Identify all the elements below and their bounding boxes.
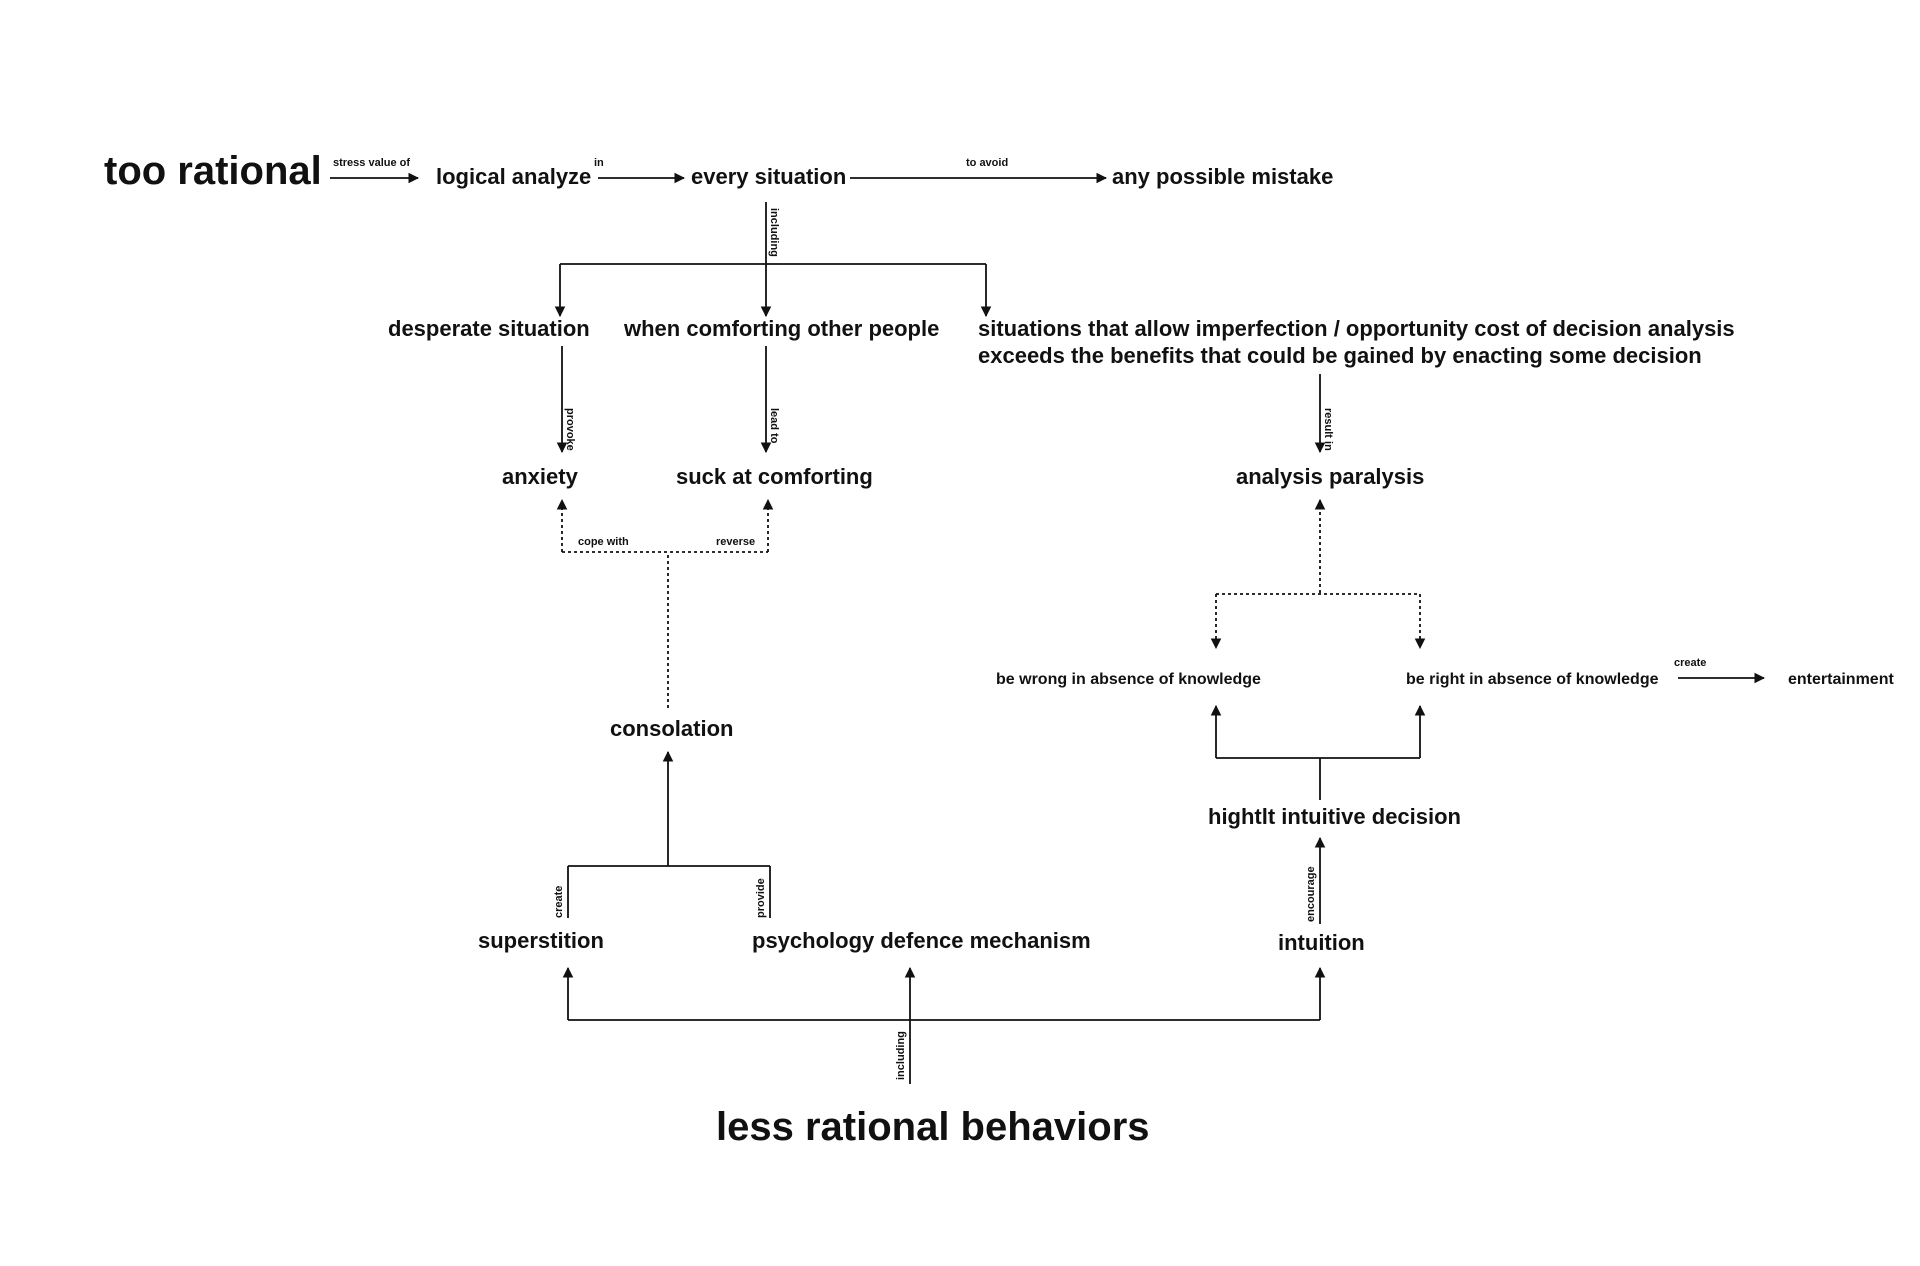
label-stress-value-of: stress value of	[333, 157, 410, 169]
node-situations-allow-line1: situations that allow imperfection / opp…	[978, 316, 1735, 341]
node-when-comforting: when comforting other people	[623, 316, 939, 341]
label-provide: provide	[755, 878, 767, 918]
label-including-bottom: including	[895, 1031, 907, 1080]
node-suck-at-comforting: suck at comforting	[676, 464, 873, 489]
node-consolation: consolation	[610, 716, 733, 741]
edge-consolation-dotted	[556, 498, 774, 708]
edge-paralysis-dotted	[1210, 498, 1426, 650]
edge-including-bottom	[562, 966, 1326, 1084]
node-be-right: be right in absence of knowledge	[1406, 671, 1659, 688]
node-entertainment: entertainment	[1788, 671, 1894, 688]
label-encourage: encourage	[1305, 866, 1317, 922]
label-create-entertainment: create	[1674, 657, 1706, 669]
node-any-possible-mistake: any possible mistake	[1112, 164, 1333, 189]
node-psych-defence: psychology defence mechanism	[752, 928, 1091, 953]
node-be-wrong: be wrong in absence of knowledge	[996, 671, 1261, 688]
node-superstition: superstition	[478, 928, 604, 953]
label-to-avoid: to avoid	[966, 157, 1008, 169]
label-create-superstition: create	[553, 886, 565, 918]
label-lead-to: lead to	[768, 408, 780, 444]
label-reverse: reverse	[716, 536, 755, 548]
label-in: in	[594, 157, 604, 169]
edge-to-consolation	[567, 750, 771, 918]
node-intuition: intuition	[1278, 930, 1365, 955]
node-analysis-paralysis: analysis paralysis	[1236, 464, 1424, 489]
node-hightly-intuitive: hightlt intuitive decision	[1208, 804, 1461, 829]
label-result-in: result in	[1322, 408, 1334, 451]
edge-including-split	[554, 202, 992, 318]
node-every-situation: every situation	[691, 164, 846, 189]
node-too-rational: too rational	[104, 149, 322, 193]
label-including-top: including	[768, 208, 780, 257]
node-desperate-situation: desperate situation	[388, 316, 590, 341]
edge-intuitive-split	[1210, 704, 1426, 800]
node-less-rational: less rational behaviors	[716, 1105, 1150, 1149]
label-cope-with: cope with	[578, 536, 629, 548]
node-situations-allow-line2: exceeds the benefits that could be gaine…	[978, 343, 1702, 368]
label-provoke: provoke	[564, 408, 576, 451]
node-anxiety: anxiety	[502, 464, 579, 489]
node-logical-analyze: logical analyze	[436, 164, 591, 189]
